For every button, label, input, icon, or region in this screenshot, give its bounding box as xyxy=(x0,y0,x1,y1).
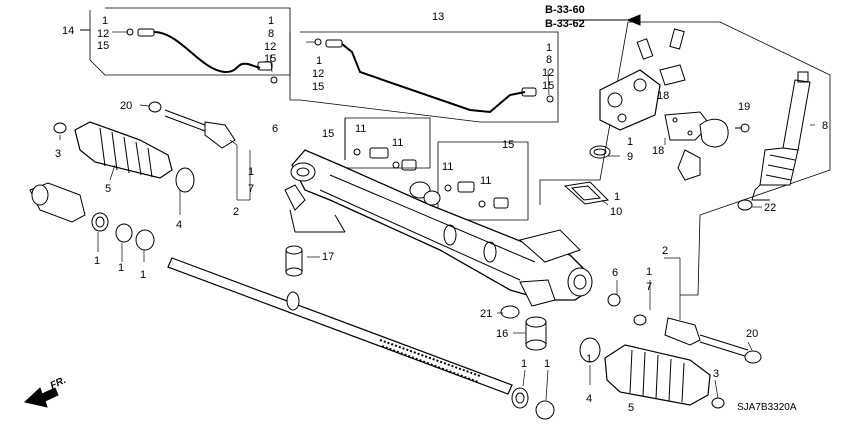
pipe-13 xyxy=(314,38,554,114)
callout-1i: 1 xyxy=(627,136,633,148)
callout-1h: 1 xyxy=(140,269,146,281)
right-boot xyxy=(604,344,725,409)
callout-1d: 1 xyxy=(546,42,552,54)
callout-1c: 1 xyxy=(316,55,322,67)
seal-ring-9 xyxy=(589,145,611,159)
callout-15e: 15 xyxy=(322,128,334,140)
right-rings xyxy=(511,387,555,420)
callout-6a: 6 xyxy=(272,123,278,135)
front-direction-arrow xyxy=(23,387,59,408)
callout-1f: 1 xyxy=(94,255,100,267)
callout-8b: 8 xyxy=(546,54,552,66)
callout-12a: 12 xyxy=(97,28,109,40)
bushing-16 xyxy=(525,316,547,351)
callout-11a: 11 xyxy=(355,123,366,135)
left-boot xyxy=(53,121,173,179)
valve-body-box xyxy=(539,14,831,296)
gasket-10 xyxy=(563,181,610,205)
bushing-17 xyxy=(285,209,346,277)
callout-20a: 20 xyxy=(120,100,132,112)
callout-18a: 18 xyxy=(657,90,669,102)
bushing-21 xyxy=(500,305,520,319)
callout-11b: 11 xyxy=(392,137,403,149)
callout-15c: 15 xyxy=(312,81,324,93)
callout-13: 13 xyxy=(432,11,444,23)
callout-1a: 1 xyxy=(102,15,108,27)
callout-18b: 18 xyxy=(652,145,664,157)
left-outer-housing xyxy=(29,182,86,223)
callout-20b: 20 xyxy=(746,328,758,340)
callout-7b: 7 xyxy=(646,281,652,293)
ref-code-1: B-33-60 xyxy=(545,4,585,16)
pipe-assembly-13-box xyxy=(289,31,559,123)
left-tie-rod-end xyxy=(148,101,236,149)
callout-15a: 15 xyxy=(97,40,109,52)
callout-16: 16 xyxy=(496,328,508,340)
callout-12c: 12 xyxy=(312,68,324,80)
left-boot-clamp xyxy=(175,167,195,193)
right-tie-rod xyxy=(607,293,762,364)
right-boot-clamp xyxy=(579,337,601,363)
sensor-bracket xyxy=(664,111,750,181)
callout-11d: 11 xyxy=(480,175,491,187)
callout-12d: 12 xyxy=(542,67,554,79)
rack-bar xyxy=(167,257,513,395)
leader-lines xyxy=(59,31,815,401)
callout-5b: 5 xyxy=(628,402,634,414)
callout-1g: 1 xyxy=(118,262,124,274)
callout-1l: 1 xyxy=(586,353,592,365)
callout-1b: 1 xyxy=(268,15,274,27)
callout-17: 17 xyxy=(322,251,334,263)
callout-6b: 6 xyxy=(612,267,618,279)
callout-15b: 15 xyxy=(264,53,276,65)
fittings xyxy=(353,147,509,209)
callout-22: 22 xyxy=(764,202,776,214)
callout-5a: 5 xyxy=(105,183,111,195)
fitting-box-left xyxy=(344,117,431,169)
callout-8c: 8 xyxy=(822,120,828,132)
callout-4a: 4 xyxy=(176,219,182,231)
left-rings xyxy=(91,212,155,251)
callout-3a: 3 xyxy=(55,148,61,160)
callout-1k: 1 xyxy=(646,266,652,278)
ref-code-2: B-33-62 xyxy=(545,18,585,30)
callout-1j: 1 xyxy=(614,191,620,203)
footer-code: SJA7B3320A xyxy=(737,402,797,413)
callout-2a: 2 xyxy=(233,206,239,218)
callout-7a: 7 xyxy=(248,183,254,195)
callout-2b: 2 xyxy=(662,245,668,257)
callout-10: 10 xyxy=(610,206,622,218)
callout-15f: 15 xyxy=(502,139,514,151)
callout-14: 14 xyxy=(62,25,74,37)
nut-22 xyxy=(737,199,753,211)
hose-assembly-14-box xyxy=(80,7,291,76)
callout-8a: 8 xyxy=(268,28,274,40)
callout-3b: 3 xyxy=(713,368,719,380)
valve-body xyxy=(599,28,686,131)
callout-1n: 1 xyxy=(544,358,550,370)
rack-housing xyxy=(284,149,593,307)
callout-15d: 15 xyxy=(542,80,554,92)
callout-11c: 11 xyxy=(442,161,453,173)
pinion-shaft-8 xyxy=(751,71,811,201)
callout-21: 21 xyxy=(480,308,492,320)
callout-9: 9 xyxy=(627,151,633,163)
direction-label: FR. xyxy=(49,375,68,392)
callout-19: 19 xyxy=(738,101,750,113)
callout-1e: 1 xyxy=(248,166,254,178)
callout-4b: 4 xyxy=(586,393,592,405)
callout-1m: 1 xyxy=(521,358,527,370)
callout-12b: 12 xyxy=(264,41,276,53)
